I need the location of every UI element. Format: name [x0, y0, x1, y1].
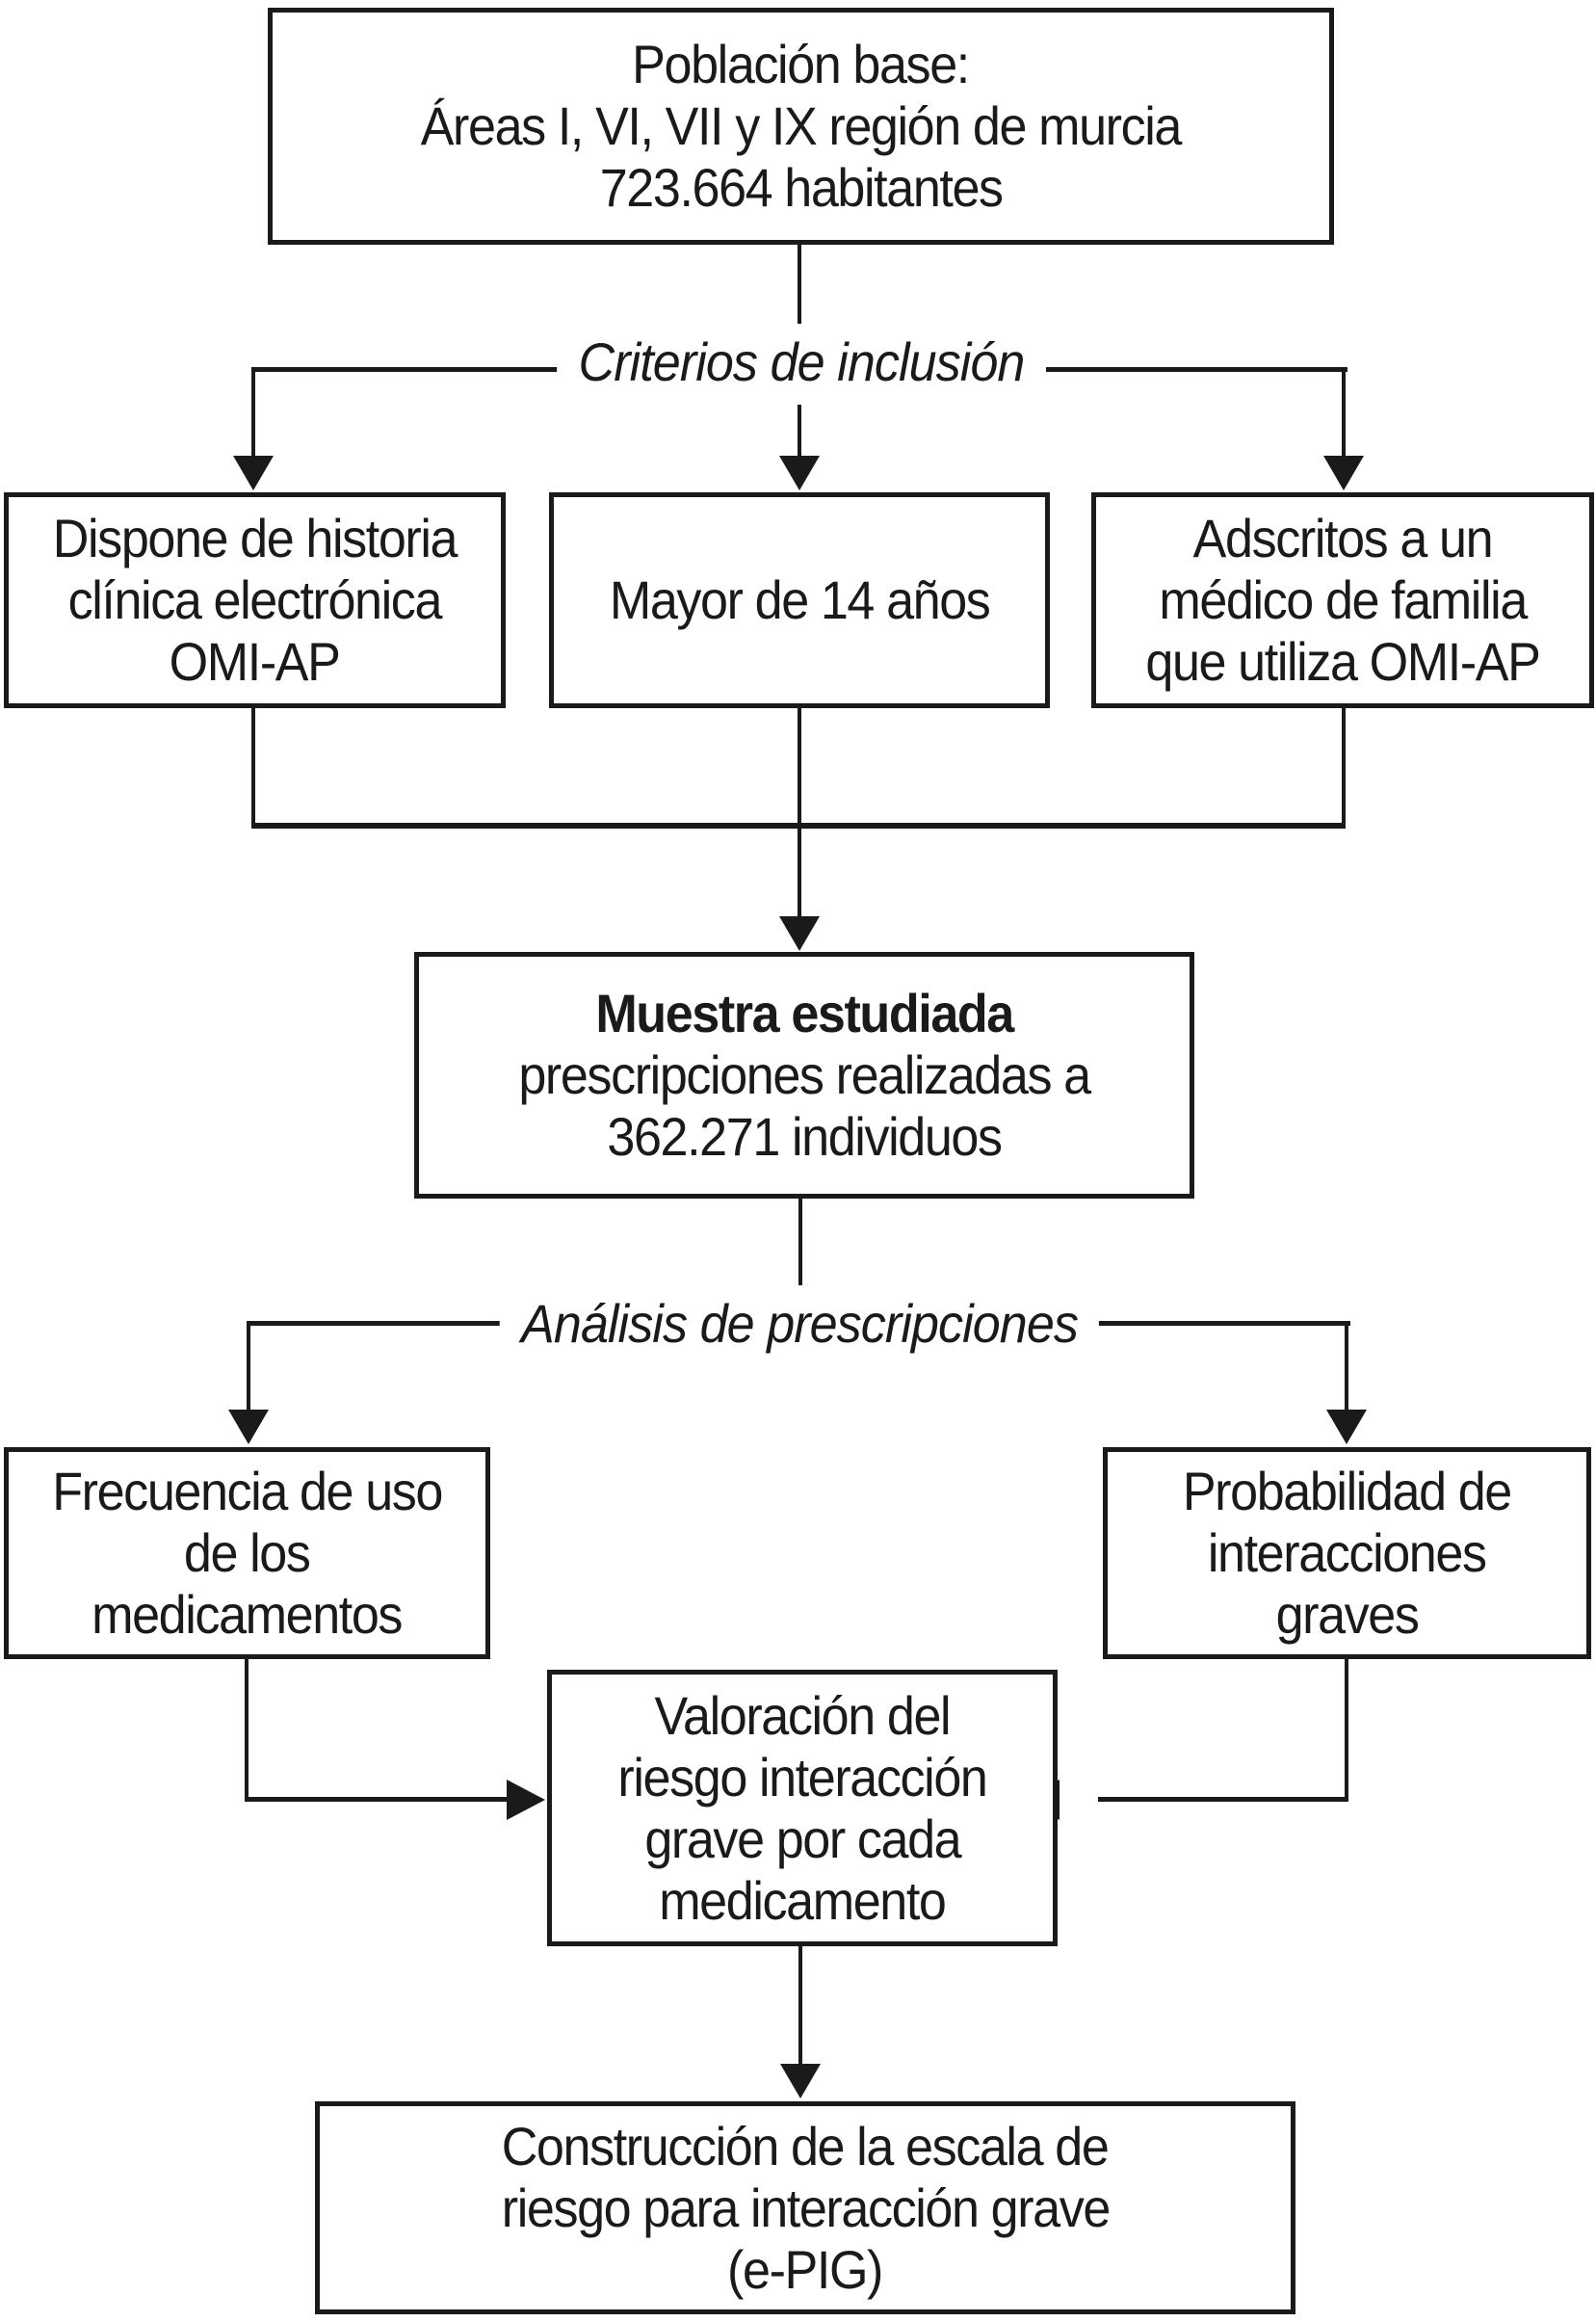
- arrowhead-down-construccion: [780, 2064, 821, 2098]
- arrowhead-down-historia: [233, 456, 274, 490]
- connector-merge-middle: [798, 708, 801, 916]
- node-probabilidad-line3: graves: [1275, 1584, 1420, 1645]
- connector-frecuencia-down: [245, 1659, 249, 1801]
- node-valoracion-riesgo: Valoración del riesgo interacción grave …: [547, 1670, 1058, 1946]
- label-criterios-inclusion-text: Criterios de inclusión: [578, 331, 1026, 392]
- arrowhead-down-adscrito: [1323, 456, 1364, 490]
- node-probabilidad-line2: interacciones: [1208, 1522, 1487, 1583]
- connector-criterios-right: [1342, 367, 1346, 456]
- node-muestra-estudiada: Muestra estudiada prescripciones realiza…: [414, 952, 1194, 1199]
- node-criterio-adscrito-line2: médico de familia: [1159, 569, 1528, 630]
- arrowhead-right-valoracion: [507, 1780, 545, 1820]
- connector-probabilidad-horizontal: [1098, 1797, 1348, 1802]
- node-muestra-title: Muestra estudiada: [595, 983, 1014, 1043]
- node-construccion-escala: Construcción de la escala de riesgo para…: [315, 2101, 1295, 2314]
- node-criterio-historia-line1: Dispone de historia: [52, 508, 458, 568]
- connector-analisis-left: [247, 1321, 250, 1410]
- node-muestra-line2: prescripciones realizadas a: [518, 1044, 1091, 1105]
- node-frecuencia-line2: de los: [184, 1522, 311, 1583]
- node-criterio-historia-line2: clínica electrónica: [67, 569, 443, 630]
- arrowhead-down-edad: [779, 456, 820, 490]
- connector-muestra-to-analisis: [798, 1199, 802, 1285]
- connector-frecuencia-horizontal: [245, 1797, 507, 1802]
- arrowhead-down-probabilidad: [1326, 1410, 1367, 1444]
- connector-merge-right: [1342, 708, 1346, 827]
- arrowhead-down-muestra: [779, 916, 820, 951]
- connector-valoracion-to-construccion: [798, 1946, 802, 2064]
- label-criterios-inclusion: Criterios de inclusión: [557, 331, 1046, 393]
- node-criterio-historia-line3: OMI-AP: [170, 631, 341, 692]
- arrowhead-down-frecuencia: [228, 1410, 269, 1444]
- node-poblacion-base-line3: 723.664 habitantes: [599, 157, 1004, 218]
- node-frecuencia-uso: Frecuencia de uso de los medicamentos: [4, 1447, 490, 1659]
- node-criterio-adscrito: Adscritos a un médico de familia que uti…: [1091, 492, 1594, 708]
- node-valoracion-line2: riesgo interacción: [617, 1746, 987, 1807]
- node-construccion-line2: riesgo para interacción grave: [501, 2177, 1111, 2238]
- node-valoracion-line1: Valoración del: [654, 1684, 952, 1746]
- node-poblacion-base: Población base: Áreas I, VI, VII y IX re…: [268, 8, 1334, 245]
- node-criterio-adscrito-line1: Adscritos a un: [1192, 508, 1494, 568]
- node-probabilidad-line1: Probabilidad de: [1182, 1461, 1512, 1521]
- node-frecuencia-line1: Frecuencia de uso: [52, 1461, 443, 1521]
- connector-criterios-middle: [798, 405, 801, 456]
- node-probabilidad-interacciones: Probabilidad de interacciones graves: [1103, 1447, 1591, 1659]
- label-analisis-prescripciones: Análisis de prescripciones: [499, 1293, 1100, 1355]
- connector-merge-left: [251, 708, 255, 827]
- connector-criterios-left: [251, 367, 255, 456]
- node-muestra-line3: 362.271 individuos: [607, 1106, 1003, 1167]
- node-valoracion-line3: grave por cada: [644, 1807, 961, 1869]
- node-poblacion-base-line2: Áreas I, VI, VII y IX región de murcia: [420, 95, 1183, 156]
- connector-analisis-right: [1345, 1321, 1348, 1410]
- node-criterio-adscrito-line3: que utiliza OMI-AP: [1145, 631, 1540, 692]
- node-criterio-edad-line1: Mayor de 14 años: [609, 569, 991, 630]
- node-frecuencia-line3: medicamentos: [92, 1584, 404, 1645]
- node-criterio-historia: Dispone de historia clínica electrónica …: [4, 492, 506, 708]
- connector-poblacion-to-criterios: [798, 245, 801, 324]
- label-analisis-prescripciones-text: Análisis de prescripciones: [521, 1293, 1079, 1354]
- node-criterio-edad: Mayor de 14 años: [549, 492, 1050, 708]
- node-construccion-line1: Construcción de la escala de: [502, 2115, 1110, 2177]
- connector-probabilidad-down: [1345, 1659, 1348, 1801]
- node-poblacion-base-line1: Población base:: [632, 34, 971, 94]
- node-construccion-line3: (e-PIG): [727, 2238, 884, 2300]
- node-valoracion-line4: medicamento: [659, 1869, 947, 1931]
